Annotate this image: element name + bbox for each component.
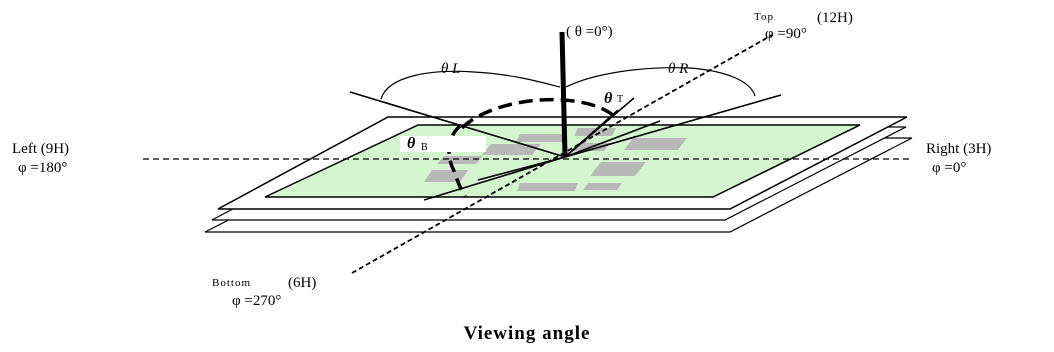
theta-b-arc bbox=[447, 124, 467, 198]
top-phi-label: φ =90° bbox=[765, 26, 807, 42]
theta-b-subscript: B bbox=[421, 142, 428, 153]
theta-t-arc bbox=[460, 97, 616, 130]
theta-r-label: θ R bbox=[668, 61, 688, 77]
left-label: Left (9H) bbox=[12, 141, 69, 157]
theta-r-arc bbox=[565, 67, 756, 97]
bottom-label: Bottom bbox=[212, 277, 251, 289]
theta-t-label: θ bbox=[604, 90, 613, 107]
theta-l-arc bbox=[380, 70, 561, 100]
theta-zero-label: ( θ =0°) bbox=[566, 24, 613, 40]
vertical-axis-line bbox=[351, 34, 773, 274]
bottom-hour-label: (6H) bbox=[288, 275, 316, 291]
top-label: Top bbox=[754, 11, 774, 23]
viewing-limit-lines bbox=[349, 91, 782, 201]
top-hour-label: (12H) bbox=[817, 10, 853, 26]
right-label: Right (3H) bbox=[926, 141, 991, 157]
diagram-caption: Viewing angle bbox=[463, 323, 591, 344]
normal-line bbox=[559, 31, 568, 157]
right-phi-label: φ =0° bbox=[932, 160, 966, 176]
theta-t-subscript: T bbox=[617, 94, 623, 105]
theta-b-label: θ bbox=[407, 135, 416, 152]
left-phi-label: φ =180° bbox=[18, 160, 67, 176]
theta-l-label: θ L bbox=[441, 61, 460, 77]
bottom-phi-label: φ =270° bbox=[232, 293, 281, 309]
theta-b-label-background bbox=[400, 136, 486, 152]
